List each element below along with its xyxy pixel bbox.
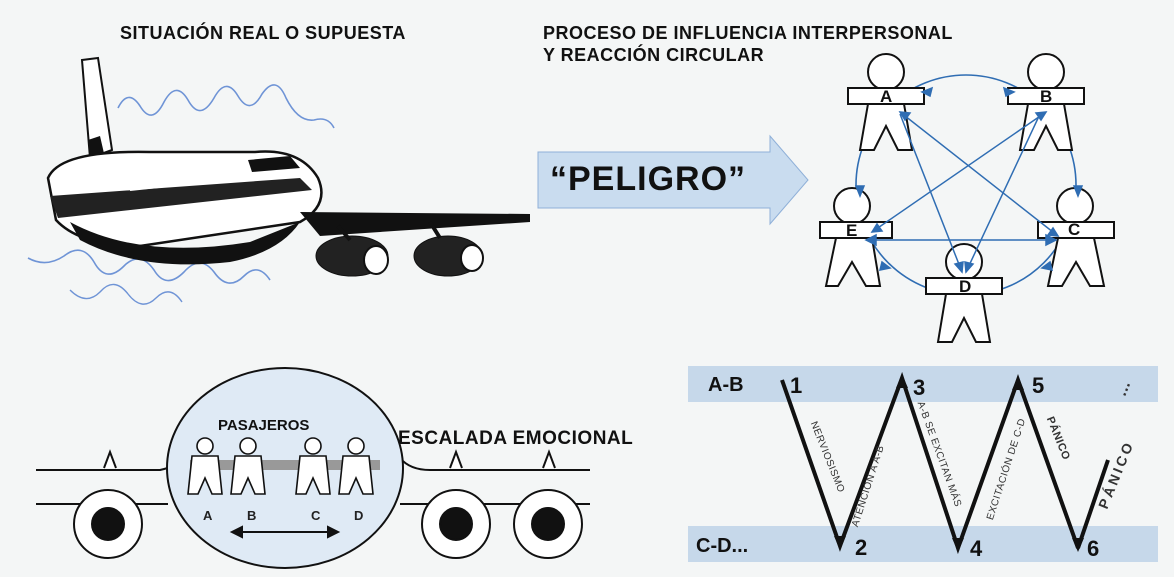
sky-line-bottom2 [69, 283, 183, 305]
bc-arrow [229, 525, 341, 539]
influence-arrows [854, 86, 1084, 274]
pax-row-back [190, 460, 380, 470]
passenger-figures [187, 437, 374, 495]
node-label-c: C [1068, 220, 1081, 239]
peligro-label: “PELIGRO” [550, 160, 747, 198]
node-label-b: B [1040, 87, 1053, 106]
node-label-e: E [846, 221, 858, 240]
band-ab [688, 366, 1158, 402]
jet-airplane [46, 56, 530, 277]
band-label-ab: A-B [708, 374, 744, 396]
sky-line-top [117, 84, 335, 129]
seat-label-d: D [354, 508, 364, 523]
heading-proceso-line1: PROCESO DE INFLUENCIA INTERPERSONAL [543, 23, 953, 43]
step-5: 5 [1032, 373, 1045, 398]
step-1: 1 [790, 373, 803, 398]
heading-escalada: ESCALADA EMOCIONAL [398, 428, 634, 449]
seat-label-a: A [203, 508, 213, 523]
node-label-d: D [959, 277, 972, 296]
seat-label-c: C [311, 508, 321, 523]
heading-situacion: SITUACIÓN REAL O SUPUESTA [120, 23, 406, 43]
cabin-engines [73, 449, 583, 559]
step-3: 3 [913, 375, 926, 400]
band-label-cd: C-D... [696, 535, 749, 557]
node-label-a: A [880, 87, 893, 106]
passengers-title: PASAJEROS [218, 417, 310, 434]
heading-proceso: PROCESO DE INFLUENCIA INTERPERSONAL Y RE… [543, 22, 953, 66]
figure-b [1007, 53, 1085, 151]
zig-tail [1076, 459, 1110, 549]
heading-proceso-line2: Y REACCIÓN CIRCULAR [543, 45, 765, 65]
step-4: 4 [970, 536, 983, 561]
figure-e [819, 187, 893, 287]
peligro-arrow [537, 134, 809, 226]
step-6: 6 [1087, 536, 1100, 561]
sky-line-bottom [27, 249, 271, 284]
escalation-zigzag [780, 371, 1080, 555]
step-2: 2 [855, 535, 868, 560]
seat-label-b: B [247, 508, 257, 523]
figure-a [847, 53, 925, 151]
